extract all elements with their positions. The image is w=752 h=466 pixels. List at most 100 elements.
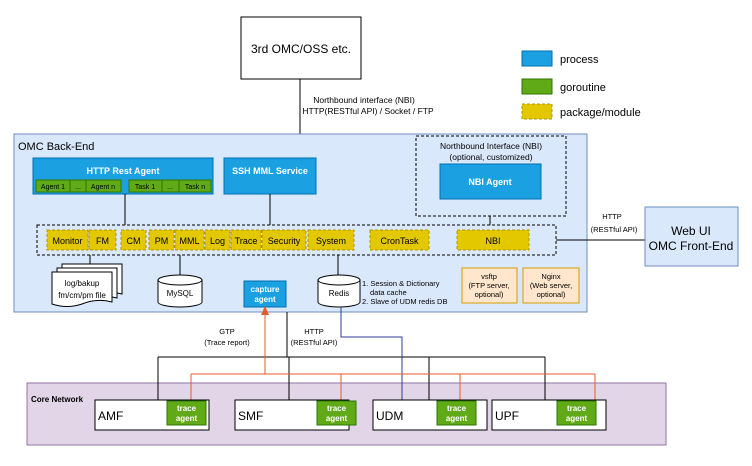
nf-amf-label: AMF xyxy=(98,409,123,423)
ssh-mml-service-label: SSH MML Service xyxy=(232,166,308,176)
gtp-label-1: GTP xyxy=(219,327,234,336)
trace-agent-upf-label-1: trace xyxy=(567,404,587,413)
nbi-interface-label-1: Northbound interface (NBI) xyxy=(313,95,415,105)
backend-title: OMC Back-End xyxy=(18,141,94,153)
nginx-label-3: optional) xyxy=(537,290,566,299)
module-pm[interactable] xyxy=(148,229,175,251)
gtp-label-2: (Trace report) xyxy=(204,338,250,347)
log-files-icon xyxy=(51,263,123,307)
trace-agent-udm-label-1: trace xyxy=(447,404,467,413)
agent-n-goroutine xyxy=(85,179,122,193)
log-files-label-2: fm/cm/pm file xyxy=(58,291,106,300)
module-security-label: Security xyxy=(268,236,301,246)
core-network-title: Core Network xyxy=(31,395,84,404)
trace-agent-amf-label-2: agent xyxy=(176,414,198,423)
nf-upf-label: UPF xyxy=(495,409,519,423)
module-mml-label: MML xyxy=(180,236,200,246)
module-pm-label: PM xyxy=(155,236,169,246)
trace-agent-udm-label-2: agent xyxy=(446,414,468,423)
capture-agent-label-1: capture xyxy=(251,285,280,294)
vsftp-label-3: optional) xyxy=(475,290,504,299)
task-ellipsis-label: ... xyxy=(167,184,173,191)
module-log-label: Log xyxy=(210,236,225,246)
trace-agent-amf-label-1: trace xyxy=(177,404,197,413)
nbi-interface-label-2: HTTP(RESTful API) / Socket / FTP xyxy=(302,106,434,116)
trace-agent-smf[interactable] xyxy=(316,400,357,426)
legend-process-swatch xyxy=(521,50,553,67)
web-ui-http-label-1: HTTP xyxy=(602,212,622,221)
vsftp-label-1: vsftp xyxy=(481,272,497,281)
http-bus-lines xyxy=(157,312,546,400)
redis-note-2: data cache xyxy=(370,288,407,297)
nbi-agent[interactable] xyxy=(439,163,542,200)
capture-agent-label-2: agent xyxy=(254,295,276,304)
module-trace[interactable] xyxy=(230,229,262,251)
nbi-group-title-2: (optional, customized) xyxy=(449,152,532,162)
http-label-2: (RESTful API) xyxy=(291,338,338,347)
module-crontask-label: CronTask xyxy=(380,236,419,246)
agent-n-label: Agent n xyxy=(91,184,115,191)
ssh-mml-service[interactable] xyxy=(223,157,317,195)
trace-agent-upf[interactable] xyxy=(556,400,597,426)
nbi-group-title-1: Northbound Interface (NBI) xyxy=(440,141,542,151)
vsftp-box[interactable] xyxy=(461,267,518,304)
module-nbi[interactable] xyxy=(456,229,530,251)
redis-note-1: 1. Session & Dictionary xyxy=(362,279,440,288)
legend-package-label: package/module xyxy=(560,107,641,119)
web-ui-label-1: Web UI xyxy=(671,224,711,238)
module-monitor-label: Monitor xyxy=(52,236,82,246)
module-mml[interactable] xyxy=(174,229,205,251)
oss-label: 3rd OMC/OSS etc. xyxy=(251,42,351,56)
mysql-database-icon[interactable] xyxy=(157,274,203,308)
trace-agent-upf-label-2: agent xyxy=(566,414,588,423)
agent-1-label: Agent 1 xyxy=(41,184,65,191)
oss-box[interactable] xyxy=(240,16,362,80)
trace-agent-smf-label-1: trace xyxy=(327,404,347,413)
module-crontask[interactable] xyxy=(369,229,430,251)
legend-goroutine-label: goroutine xyxy=(560,82,606,94)
task-1-label: Task 1 xyxy=(135,184,155,191)
trace-agent-amf[interactable] xyxy=(166,400,207,426)
nf-udm-label: UDM xyxy=(376,409,403,423)
udm-redis-sync-line xyxy=(340,307,403,400)
module-cm[interactable] xyxy=(120,229,147,251)
module-monitor[interactable] xyxy=(46,229,89,251)
trace-agent-udm[interactable] xyxy=(436,400,477,426)
nginx-label-1: Nginx xyxy=(541,272,560,281)
vsftp-label-2: (FTP server, xyxy=(468,281,509,290)
web-ui-box[interactable] xyxy=(644,206,739,267)
agent-ellipsis-label: ... xyxy=(75,184,81,191)
module-trace-label: Trace xyxy=(235,236,258,246)
module-log[interactable] xyxy=(204,229,231,251)
nginx-label-2: (Web server, xyxy=(530,281,572,290)
module-fm-label: FM xyxy=(96,236,109,246)
nf-smf-label: SMF xyxy=(238,409,263,423)
http-label-1: HTTP xyxy=(304,327,324,336)
redis-label: Redis xyxy=(329,289,349,298)
task-n-label: Task n xyxy=(185,184,205,191)
mysql-label: MySQL xyxy=(167,289,194,298)
legend-process-label: process xyxy=(560,54,599,66)
nbi-group xyxy=(415,135,567,217)
log-files-label-1: log/bakup xyxy=(65,279,100,288)
trace-agent-smf-label-2: agent xyxy=(326,414,348,423)
module-group xyxy=(36,224,557,256)
nbi-agent-label: NBI Agent xyxy=(468,177,511,187)
module-security[interactable] xyxy=(261,229,307,251)
http-rest-agent-label: HTTP Rest Agent xyxy=(86,166,159,176)
legend-package-swatch xyxy=(521,103,553,120)
legend-goroutine-swatch xyxy=(521,78,553,95)
redis-database-icon[interactable] xyxy=(317,274,361,308)
web-ui-http-label-2: (RESTful API) xyxy=(591,225,638,234)
module-nbi-label: NBI xyxy=(485,236,500,246)
task-n-goroutine xyxy=(178,179,212,193)
nginx-box[interactable] xyxy=(522,267,580,304)
module-cm-label: CM xyxy=(127,236,141,246)
gtp-trace-lines xyxy=(190,306,596,401)
module-fm[interactable] xyxy=(88,229,117,251)
module-system[interactable] xyxy=(307,229,355,251)
redis-note-3: 2. Slave of UDM redis DB xyxy=(362,297,447,306)
